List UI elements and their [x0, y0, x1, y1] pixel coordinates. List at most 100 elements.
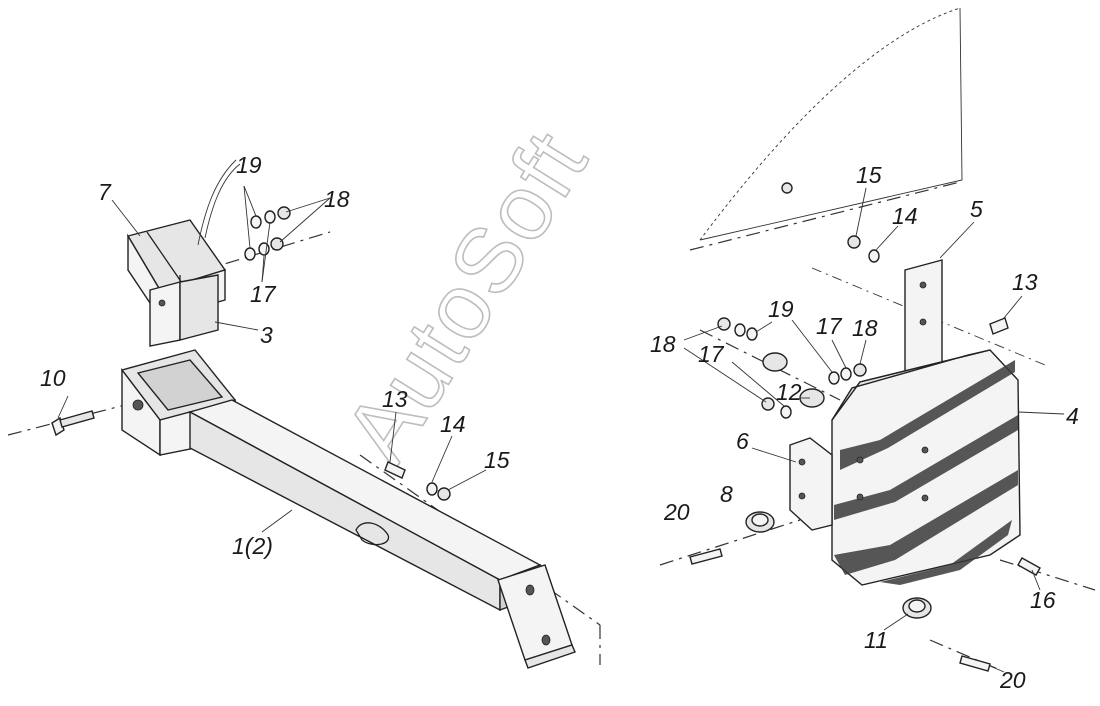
callout-10: 10	[40, 365, 66, 391]
insert3-side	[179, 274, 219, 341]
leader-6	[751, 447, 797, 463]
callout-1-2: 1(2)	[232, 533, 273, 559]
panel4-hole-1	[856, 456, 864, 464]
reflector-8	[745, 511, 775, 533]
callout-8: 8	[720, 481, 733, 507]
leader-13b	[1003, 295, 1023, 319]
bracket5-hole-bottom	[919, 318, 927, 326]
part-5-vertical-bracket	[904, 259, 943, 373]
vehicle-body-curve	[699, 7, 961, 241]
bracket5-face	[904, 259, 943, 373]
bracket5-hole-top	[919, 281, 927, 289]
upper-right-axis	[689, 181, 961, 251]
socket-bolt-hole	[132, 399, 144, 411]
washer-19-bottom	[244, 247, 256, 261]
beam-end-plate	[497, 564, 573, 661]
callout-12: 12	[776, 379, 802, 405]
washer-17-top	[264, 210, 276, 224]
reflector-12	[762, 352, 825, 408]
callout-17-right: 17	[698, 341, 725, 367]
callout-14-left: 14	[440, 411, 466, 437]
plate6-face	[789, 437, 833, 531]
panel4-stripe-3	[834, 470, 1018, 575]
nut-18-top	[277, 206, 291, 220]
callout-15-right: 15	[856, 162, 882, 188]
washer-19-right	[828, 371, 840, 385]
end-plate-hole-top	[525, 584, 535, 596]
panel4-top-edge	[831, 349, 991, 421]
panel4-hole-2	[856, 493, 864, 501]
bolt-20-bottom	[959, 655, 991, 672]
bolt16-axis	[999, 559, 1096, 591]
callout-18-left: 18	[324, 186, 350, 212]
watermark: AutoSoft	[325, 113, 609, 482]
plate6-hole-top	[798, 458, 806, 466]
leader-18c	[859, 339, 867, 365]
beam-side-face	[189, 410, 501, 612]
callout-20-bottom: 20	[999, 667, 1026, 693]
callout-13-right: 13	[1012, 269, 1038, 295]
panel4-stripe-4	[880, 520, 1012, 585]
reflector11-lens	[908, 599, 926, 613]
beam-slot	[355, 522, 390, 546]
leader-17b	[261, 255, 265, 283]
part-1-beam	[120, 349, 576, 669]
stud-top	[781, 182, 793, 194]
callout-18-right: 18	[650, 331, 676, 357]
part-3-insert	[149, 274, 219, 347]
leader-13a	[389, 411, 397, 463]
callout-13-left: 13	[382, 386, 408, 412]
callout-20-left: 20	[663, 499, 690, 525]
bracket7-fasteners	[244, 206, 291, 261]
reflectors	[745, 352, 932, 619]
beam-end-plate-edge	[524, 644, 576, 669]
panel4-hole-3	[921, 446, 929, 454]
washer-19-mid	[746, 327, 758, 341]
nut-15-right	[847, 235, 861, 249]
panel4-stripe-1	[840, 360, 1015, 470]
leader-19a	[243, 185, 257, 217]
plate6-hole-bottom	[798, 492, 806, 500]
callout-16: 16	[1030, 587, 1056, 613]
panel4-hole-4	[921, 494, 929, 502]
right-fasteners	[689, 182, 1041, 672]
socket-opening	[136, 359, 224, 411]
washer-14-right	[868, 249, 880, 263]
callout-19-left: 19	[236, 152, 262, 178]
part-10-bolt	[51, 410, 95, 437]
callout-18-mid: 18	[852, 315, 878, 341]
leader-5	[939, 221, 975, 259]
leader-17a	[261, 221, 271, 283]
leader-7	[111, 199, 141, 237]
callout-labels: 7 19 18 17 3 10 13 14 15 1(2) 15 14 5 13…	[40, 152, 1079, 693]
leader-11	[883, 613, 909, 631]
insert3-hole	[158, 299, 166, 307]
bolt-20-left	[689, 548, 723, 565]
leader-17c	[831, 339, 847, 369]
watermark-text: AutoSoft	[325, 114, 607, 481]
leader-19c	[755, 321, 773, 333]
callout-17-left: 17	[250, 281, 277, 307]
reflector8-lens	[751, 513, 769, 527]
reflector12a-body	[762, 352, 788, 372]
leader-18b	[279, 197, 331, 243]
nut-18-bottom	[270, 237, 284, 251]
callout-3: 3	[260, 322, 273, 348]
leader-15a	[447, 469, 487, 491]
washer-19-top	[250, 215, 262, 229]
nut-18-right	[853, 363, 867, 377]
leader-19b	[243, 185, 251, 249]
callout-17-mid: 17	[816, 313, 843, 339]
leader-14a	[431, 435, 453, 483]
reflector-11	[902, 597, 932, 619]
part-4-panel	[831, 349, 1021, 586]
panel4-stripe-2	[834, 415, 1018, 520]
callout-4: 4	[1066, 403, 1079, 429]
callout-5: 5	[970, 196, 983, 222]
callout-15-left: 15	[484, 447, 510, 473]
bolt-13-right	[989, 317, 1009, 335]
leader-lines	[57, 185, 1065, 673]
bolt-13-left	[384, 461, 406, 479]
bolt-16	[1017, 557, 1041, 576]
